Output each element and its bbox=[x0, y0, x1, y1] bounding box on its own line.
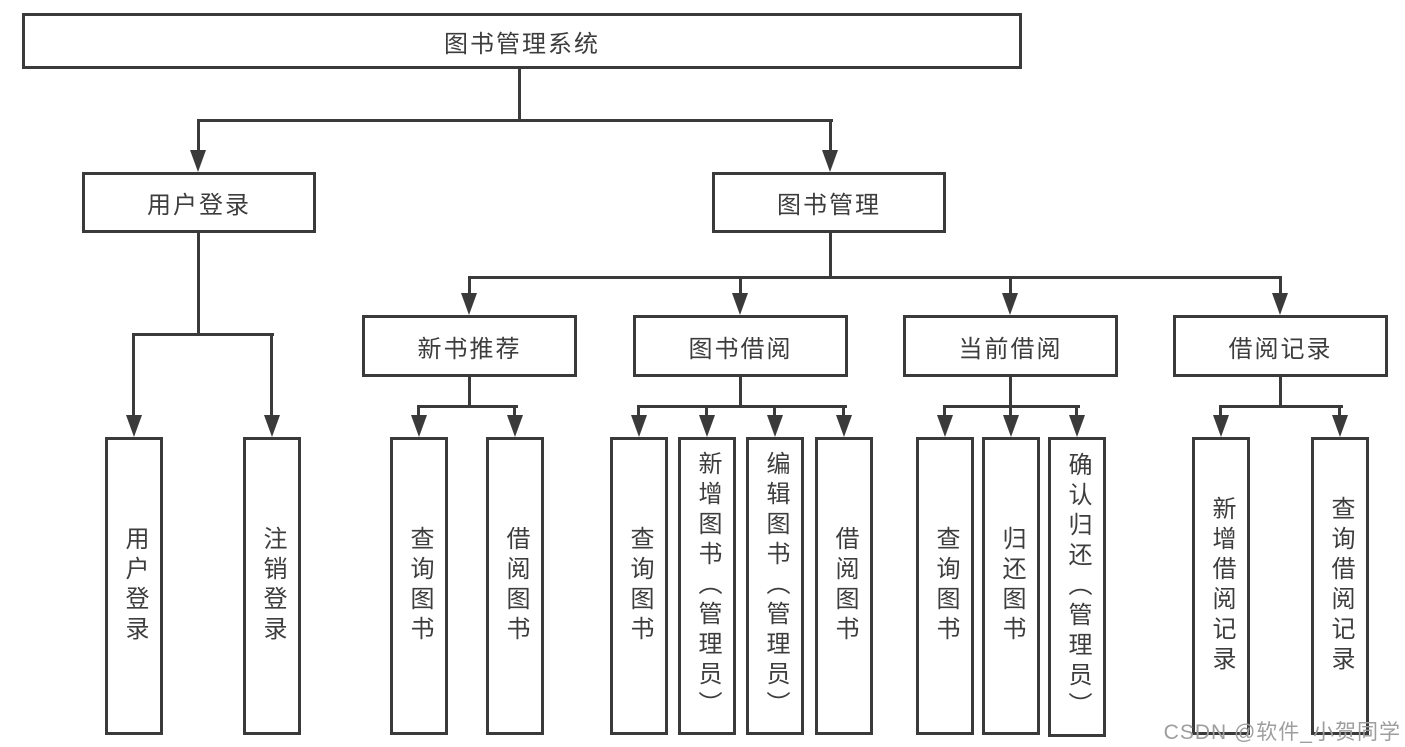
connector-to-leaf-user-login bbox=[132, 333, 135, 417]
arrowhead-icon bbox=[732, 293, 748, 315]
leaf-edit-books-admin: 编辑图书（管理员） bbox=[746, 437, 804, 735]
leaf-user-login-label: 用户登录 bbox=[121, 526, 148, 646]
leaf-return-books: 归还图书 bbox=[982, 437, 1040, 735]
connector-leaf bbox=[943, 405, 946, 418]
leaf-add-borrow-record-label: 新增借阅记录 bbox=[1208, 496, 1235, 676]
leaf-logout-label: 注销登录 bbox=[259, 526, 286, 646]
arrowhead-icon bbox=[1332, 415, 1348, 437]
connector-borrowing-rail bbox=[637, 405, 847, 408]
leaf-query-borrow-record-label: 查询借阅记录 bbox=[1327, 496, 1354, 676]
leaf-borrow-books: 借阅图书 bbox=[815, 437, 873, 735]
node-book-borrowing: 图书借阅 bbox=[633, 315, 848, 377]
connector-leaf bbox=[773, 405, 776, 418]
arrowhead-icon bbox=[822, 150, 838, 172]
arrowhead-icon bbox=[1069, 415, 1085, 437]
leaf-query-books-borrowing-label: 查询图书 bbox=[626, 526, 653, 646]
connector-recommend-stem bbox=[468, 375, 471, 408]
node-book-management: 图书管理 bbox=[712, 172, 946, 233]
connector-level2-rail bbox=[468, 276, 1282, 279]
arrowhead-icon bbox=[126, 415, 142, 437]
connector-leaf bbox=[513, 405, 516, 418]
leaf-user-login: 用户登录 bbox=[105, 437, 163, 735]
leaf-edit-books-admin-label: 编辑图书（管理员） bbox=[762, 451, 789, 721]
connector-to-book-borrowing bbox=[739, 276, 742, 295]
arrowhead-icon bbox=[190, 150, 206, 172]
node-user-login: 用户登录 bbox=[82, 172, 316, 233]
connector-root-stem bbox=[518, 68, 521, 122]
connector-current-stem bbox=[1009, 375, 1012, 408]
connector-leaf bbox=[1219, 405, 1222, 418]
leaf-add-books-admin: 新增图书（管理员） bbox=[678, 437, 736, 735]
arrowhead-icon bbox=[767, 415, 783, 437]
leaf-confirm-return-admin: 确认归还（管理员） bbox=[1048, 437, 1106, 737]
connector-leaf bbox=[1075, 405, 1078, 418]
connector-user-login-stem bbox=[197, 233, 200, 335]
connector-leaf bbox=[417, 405, 420, 418]
leaf-query-books-current: 查询图书 bbox=[916, 437, 974, 735]
arrowhead-icon bbox=[836, 415, 852, 437]
arrowhead-icon bbox=[1002, 293, 1018, 315]
csdn-watermark: CSDN @软件_小贺同学 bbox=[1163, 721, 1401, 744]
connector-leaf bbox=[842, 405, 845, 418]
leaf-query-borrow-record: 查询借阅记录 bbox=[1311, 437, 1369, 735]
connector-leaf bbox=[1009, 405, 1012, 418]
connector-to-borrowing-records bbox=[1279, 276, 1282, 295]
connector-recommend-rail bbox=[417, 405, 518, 408]
connector-leaf bbox=[705, 405, 708, 418]
connector-to-leaf-logout bbox=[270, 333, 273, 417]
connector-to-book-management bbox=[829, 119, 832, 152]
connector-level1-rail bbox=[197, 119, 833, 122]
connector-borrowing-stem bbox=[739, 375, 742, 408]
leaf-borrow-books-label: 借阅图书 bbox=[831, 526, 858, 646]
arrowhead-icon bbox=[1213, 415, 1229, 437]
arrowhead-icon bbox=[1003, 415, 1019, 437]
leaf-query-books-recommend-label: 查询图书 bbox=[406, 526, 433, 646]
node-current-borrowing: 当前借阅 bbox=[903, 315, 1118, 377]
connector-leaf bbox=[637, 405, 640, 418]
node-root: 图书管理系统 bbox=[22, 13, 1022, 69]
arrowhead-icon bbox=[631, 415, 647, 437]
arrowhead-icon bbox=[264, 415, 280, 437]
arrowhead-icon bbox=[1272, 293, 1288, 315]
arrowhead-icon bbox=[699, 415, 715, 437]
connector-user-login-rail bbox=[132, 333, 274, 336]
leaf-query-books-borrowing: 查询图书 bbox=[610, 437, 668, 735]
node-borrowing-records: 借阅记录 bbox=[1173, 315, 1388, 377]
leaf-borrow-books-recommend: 借阅图书 bbox=[486, 437, 544, 735]
connector-to-user-login bbox=[197, 119, 200, 152]
leaf-logout: 注销登录 bbox=[243, 437, 301, 735]
leaf-add-books-admin-label: 新增图书（管理员） bbox=[694, 451, 721, 721]
connector-to-new-book-recommend bbox=[468, 276, 471, 295]
leaf-add-borrow-record: 新增借阅记录 bbox=[1192, 437, 1250, 735]
connector-records-rail bbox=[1219, 405, 1343, 408]
connector-leaf bbox=[1338, 405, 1341, 418]
leaf-return-books-label: 归还图书 bbox=[998, 526, 1025, 646]
arrowhead-icon bbox=[411, 415, 427, 437]
arrowhead-icon bbox=[507, 415, 523, 437]
arrowhead-icon bbox=[461, 293, 477, 315]
leaf-query-books-recommend: 查询图书 bbox=[390, 437, 448, 735]
leaf-confirm-return-admin-label: 确认归还（管理员） bbox=[1064, 452, 1091, 722]
node-new-book-recommend: 新书推荐 bbox=[362, 315, 577, 377]
leaf-borrow-books-recommend-label: 借阅图书 bbox=[502, 526, 529, 646]
leaf-query-books-current-label: 查询图书 bbox=[932, 526, 959, 646]
connector-records-stem bbox=[1279, 375, 1282, 408]
connector-book-management-stem bbox=[829, 233, 832, 279]
arrowhead-icon bbox=[937, 415, 953, 437]
connector-to-current-borrowing bbox=[1009, 276, 1012, 295]
